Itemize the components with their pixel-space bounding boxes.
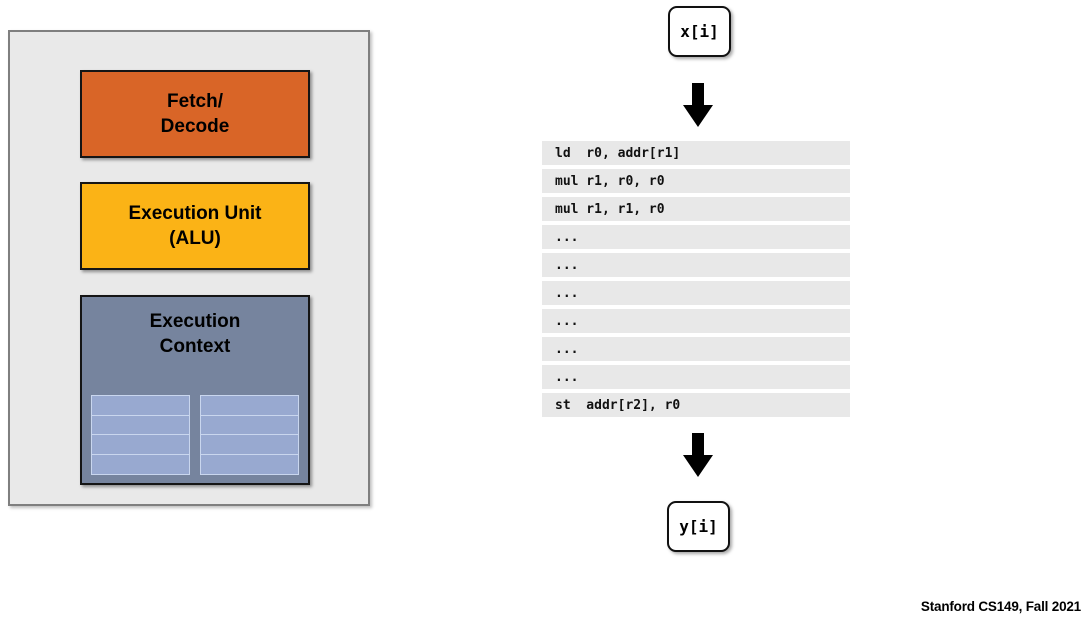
instruction-row: ... xyxy=(542,253,850,277)
execution-context-box: Execution Context xyxy=(80,295,310,485)
down-arrow-icon xyxy=(683,433,713,477)
register-slot xyxy=(91,453,190,475)
instruction-row: mul r1, r0, r0 xyxy=(542,169,850,193)
execution-unit-label-line2: (ALU) xyxy=(169,228,221,249)
footer-credit: Stanford CS149, Fall 2021 xyxy=(920,599,1081,614)
register-column-right xyxy=(200,395,299,475)
instruction-row: ... xyxy=(542,337,850,361)
register-file xyxy=(82,395,308,475)
register-column-left xyxy=(91,395,190,475)
instruction-row: ld r0, addr[r1] xyxy=(542,141,850,165)
output-value-label: y[i] xyxy=(679,517,718,536)
output-value-box: y[i] xyxy=(667,501,730,552)
instruction-row: st addr[r2], r0 xyxy=(542,393,850,417)
processor-chassis: Fetch/ Decode Execution Unit (ALU) Execu… xyxy=(8,30,370,506)
register-slot xyxy=(91,395,190,416)
execution-unit-box: Execution Unit (ALU) xyxy=(80,182,310,270)
fetch-decode-label-line1: Fetch/ xyxy=(167,91,223,112)
down-arrow-icon xyxy=(683,83,713,127)
input-value-box: x[i] xyxy=(668,6,731,57)
input-value-label: x[i] xyxy=(680,22,719,41)
instruction-row: ... xyxy=(542,365,850,389)
fetch-decode-label-line2: Decode xyxy=(160,116,230,137)
instruction-list: ld r0, addr[r1] mul r1, r0, r0 mul r1, r… xyxy=(542,141,850,421)
register-slot xyxy=(200,453,299,475)
instruction-row: ... xyxy=(542,225,850,249)
instruction-row: ... xyxy=(542,309,850,333)
register-slot xyxy=(200,414,299,436)
instruction-row: mul r1, r1, r0 xyxy=(542,197,850,221)
execution-context-label-line2: Context xyxy=(159,336,231,357)
fetch-decode-box: Fetch/ Decode xyxy=(80,70,310,158)
execution-context-label-line1: Execution xyxy=(149,311,241,332)
register-slot xyxy=(200,395,299,416)
register-slot xyxy=(200,434,299,455)
register-slot xyxy=(91,414,190,436)
register-slot xyxy=(91,434,190,455)
execution-unit-label-line1: Execution Unit xyxy=(128,203,262,224)
instruction-row: ... xyxy=(542,281,850,305)
